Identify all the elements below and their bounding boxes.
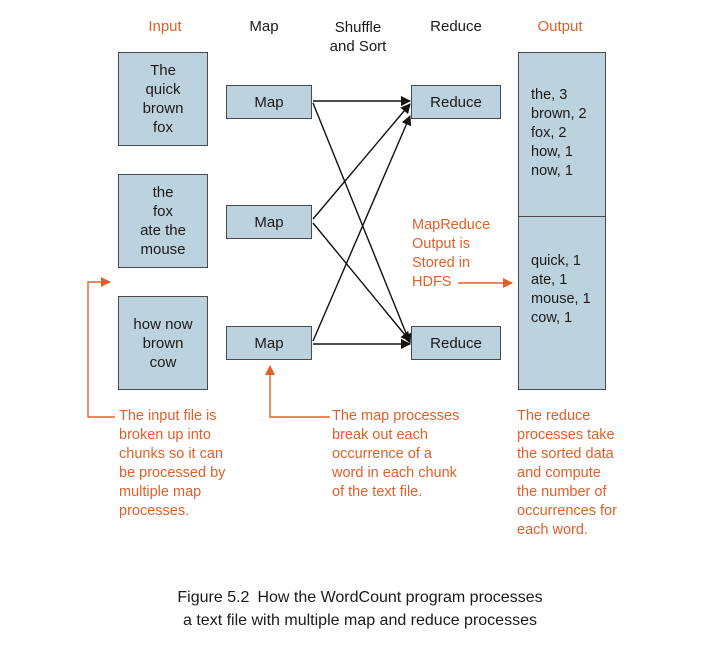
arrow-map2-reduce1 — [312, 103, 411, 220]
reduce-box-2: Reduce — [411, 326, 501, 360]
arrow-map1-reduce2 — [312, 102, 412, 344]
output-divider — [518, 216, 606, 217]
output-group-2: quick, 1 ate, 1 mouse, 1 cow, 1 — [531, 253, 591, 326]
map-box-2: Map — [226, 205, 312, 239]
output-group-1: the, 3 brown, 2 fox, 2 how, 1 now, 1 — [531, 87, 587, 179]
map-note: The map processes break out each occurre… — [332, 408, 460, 500]
input-chunk-3: how now brown cow — [118, 296, 208, 390]
output-box — [518, 52, 606, 390]
arrow-map-note — [265, 365, 330, 418]
reduce-note: The reduce processes take the sorted dat… — [517, 408, 617, 538]
arrow-map3-reduce1 — [312, 115, 412, 342]
header-shuffle-sort: Shuffle and Sort — [329, 19, 387, 55]
map-box-1: Map — [226, 85, 312, 119]
header-reduce: Reduce — [430, 18, 482, 35]
input-note: The input file is broken up into chunks … — [119, 408, 226, 519]
arrow-map2-reduce2 — [312, 222, 411, 342]
input-chunk-2: the fox ate the mouse — [118, 174, 208, 268]
input-chunk-1: The quick brown fox — [118, 52, 208, 146]
figure-text: How the WordCount program processes a te… — [183, 589, 543, 629]
map-box-3: Map — [226, 326, 312, 360]
figure-label: Figure 5.2 — [177, 589, 250, 606]
arrow-input-note — [87, 277, 115, 418]
header-input: Input — [148, 18, 182, 35]
header-output: Output — [537, 18, 583, 35]
reduce-box-1: Reduce — [411, 85, 501, 119]
hdfs-note: MapReduce Output is Stored in HDFS — [412, 217, 491, 290]
header-map: Map — [249, 18, 279, 35]
